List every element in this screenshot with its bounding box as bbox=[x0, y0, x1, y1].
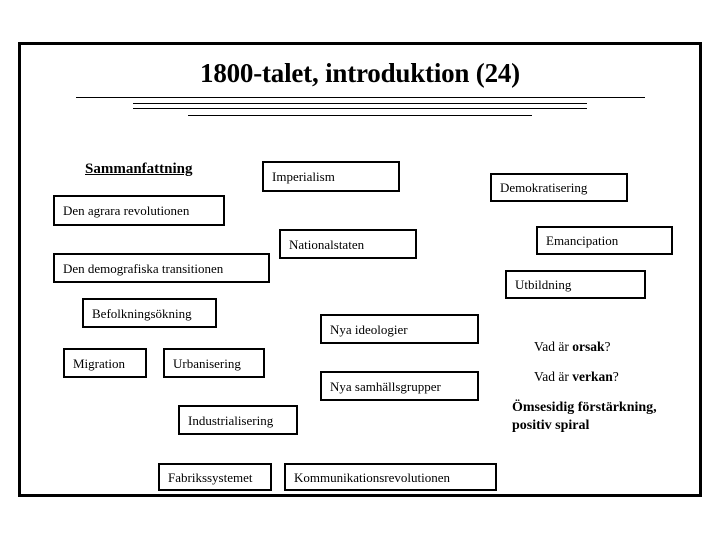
concept-node-label: Demokratisering bbox=[500, 180, 588, 195]
title-rule-2 bbox=[133, 103, 587, 104]
concept-node-label: Nya ideologier bbox=[330, 321, 408, 337]
concept-node-den-agrara-revolutionen[interactable]: Den agrara revolutionen bbox=[53, 195, 225, 226]
concept-node-label: Nationalstaten bbox=[289, 236, 365, 252]
concept-node-label: Den demografiska transitionen bbox=[63, 260, 224, 276]
concept-node-nya-samhallsgrupper[interactable]: Nya samhällsgrupper bbox=[320, 371, 479, 401]
question-prefix: Vad är bbox=[534, 369, 573, 384]
concept-node-label: Den agrara revolutionen bbox=[63, 203, 190, 218]
concept-node-emancipation[interactable]: Emancipation bbox=[536, 226, 673, 255]
concept-node-label: Befolkningsökning bbox=[92, 305, 192, 321]
concept-node-label: Urbanisering bbox=[173, 355, 241, 371]
title-rule-3 bbox=[133, 108, 587, 109]
concept-node-label: Emancipation bbox=[546, 233, 619, 248]
conclusion-line-2: positiv spiral bbox=[512, 417, 590, 433]
title-rule-4 bbox=[188, 115, 532, 116]
concept-node-label: Migration bbox=[73, 355, 125, 371]
summary-heading: Sammanfattning bbox=[85, 161, 193, 177]
question-suffix: ? bbox=[604, 339, 611, 354]
conclusion-line-1: Ömsesidig förstärkning, bbox=[512, 400, 657, 415]
concept-node-demokratisering[interactable]: Demokratisering bbox=[490, 173, 628, 202]
concept-node-den-demografiska-transitionen[interactable]: Den demografiska transitionen bbox=[53, 253, 270, 283]
concept-node-label: Kommunikationsrevolutionen bbox=[294, 469, 450, 485]
conclusion-text: Ömsesidig förstärkning, positiv spiral bbox=[512, 399, 702, 435]
question-suffix: ? bbox=[612, 369, 619, 384]
concept-node-migration[interactable]: Migration bbox=[63, 348, 147, 378]
page-title: 1800-talet, introduktion (24) bbox=[200, 58, 520, 88]
concept-node-imperialism[interactable]: Imperialism bbox=[262, 161, 400, 192]
question-orsak: Vad är orsak? bbox=[534, 339, 611, 355]
question-verkan: Vad är verkan? bbox=[534, 369, 619, 385]
title-rule-1 bbox=[76, 97, 645, 98]
concept-node-label: Fabrikssystemet bbox=[168, 469, 253, 485]
concept-node-fabrikssystemet[interactable]: Fabrikssystemet bbox=[158, 463, 272, 491]
concept-node-utbildning[interactable]: Utbildning bbox=[505, 270, 646, 299]
question-keyword: orsak bbox=[572, 339, 605, 354]
concept-node-label: Utbildning bbox=[515, 277, 572, 292]
concept-node-nationalstaten[interactable]: Nationalstaten bbox=[279, 229, 417, 259]
slide-border-frame bbox=[18, 42, 702, 497]
concept-node-label: Industrialisering bbox=[188, 412, 274, 428]
concept-node-nya-ideologier[interactable]: Nya ideologier bbox=[320, 314, 479, 344]
concept-node-urbanisering[interactable]: Urbanisering bbox=[163, 348, 265, 378]
concept-node-kommunikationsrevolutionen[interactable]: Kommunikationsrevolutionen bbox=[284, 463, 497, 491]
question-prefix: Vad är bbox=[534, 339, 573, 354]
question-keyword: verkan bbox=[572, 369, 613, 384]
concept-node-industrialisering[interactable]: Industrialisering bbox=[178, 405, 298, 435]
concept-node-label: Nya samhällsgrupper bbox=[330, 378, 441, 394]
concept-node-label: Imperialism bbox=[272, 169, 335, 184]
concept-node-befolkningsokning[interactable]: Befolkningsökning bbox=[82, 298, 217, 328]
